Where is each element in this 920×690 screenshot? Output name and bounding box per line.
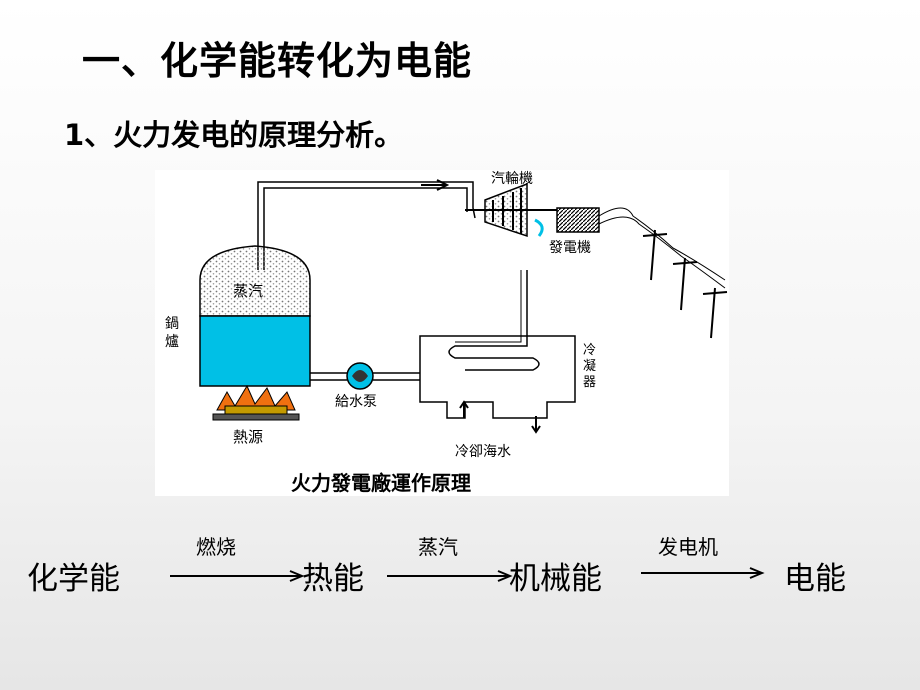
steam-flow-arrow — [421, 179, 450, 191]
energy-thermal: 热能 — [302, 561, 364, 597]
slide-title: 一、化学能转化为电能 — [82, 39, 473, 83]
feed-pump — [346, 362, 374, 390]
cooling-water-label: 冷卻海水 — [455, 444, 511, 460]
boiler-label-1: 鍋 — [165, 316, 179, 332]
diagram-caption: 火力發電廠運作原理 — [291, 471, 471, 495]
arrow-3 — [641, 567, 765, 579]
power-plant-svg: 蒸汽 鍋 爐 熱源 給水泵 冷卻海水 冷 凝 器 — [165, 170, 728, 495]
turbine — [465, 182, 557, 238]
energy-chemical: 化学能 — [27, 561, 120, 597]
process-generator: 发电机 — [658, 535, 718, 559]
energy-conversion-chain: 化学能 燃烧 热能 蒸汽 机械能 发电机 电能 — [0, 525, 920, 605]
transmission-lines — [598, 207, 728, 339]
condenser-label-1: 冷 — [583, 343, 596, 358]
heat-source-fire — [212, 384, 300, 421]
heat-source-label: 熱源 — [233, 428, 263, 446]
cooling-out-arrow — [531, 416, 541, 434]
condenser-label-2: 凝 — [583, 358, 596, 374]
turbine-label: 汽輪機 — [491, 170, 533, 187]
boiler — [199, 245, 311, 387]
process-steam: 蒸汽 — [418, 535, 458, 559]
condenser-label-3: 器 — [583, 375, 596, 390]
energy-electric: 电能 — [784, 561, 846, 597]
steam-pipe — [257, 181, 476, 270]
power-plant-diagram: 蒸汽 鍋 爐 熱源 給水泵 冷卻海水 冷 凝 器 — [155, 170, 729, 496]
arrow-2 — [387, 570, 513, 582]
arrow-1 — [170, 570, 305, 582]
pump-label: 給水泵 — [335, 394, 377, 410]
generator — [556, 207, 600, 233]
condenser — [419, 270, 576, 419]
energy-mechanical: 机械能 — [509, 561, 602, 597]
steam-label: 蒸汽 — [233, 282, 263, 300]
slide-subtitle: 1、火力发电的原理分析。 — [64, 118, 404, 152]
generator-label: 發電機 — [549, 240, 591, 256]
boiler-label-2: 爐 — [165, 334, 179, 350]
process-combustion: 燃烧 — [196, 535, 236, 559]
cooling-in-arrow — [459, 400, 469, 418]
flow-arrows — [170, 567, 765, 582]
